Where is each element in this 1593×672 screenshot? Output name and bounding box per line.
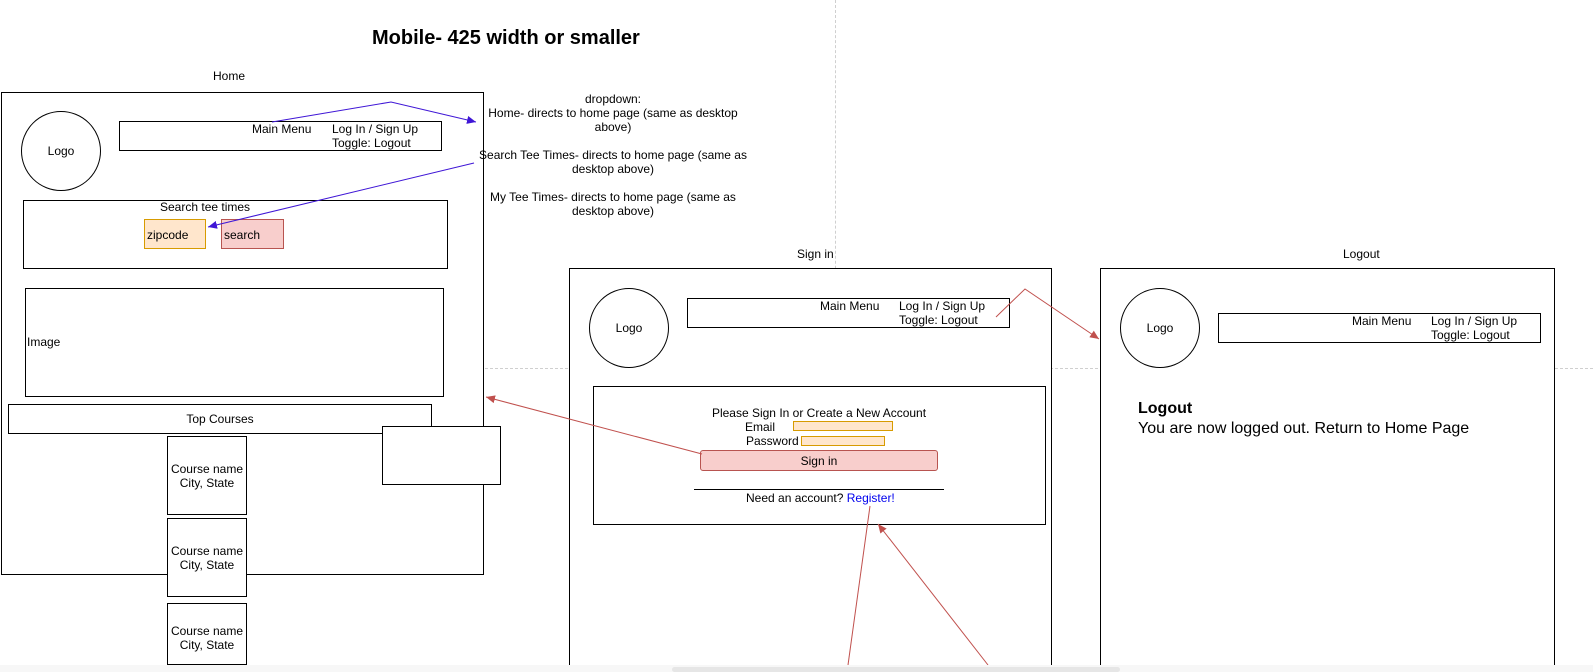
signin-logo-text: Logo — [615, 321, 643, 335]
dropdown-note-home: Home- directs to home page (same as desk… — [488, 106, 738, 134]
diagram-title: Mobile- 425 width or smaller — [372, 27, 640, 49]
course-name: Course name — [170, 624, 244, 638]
home-toggle-logout[interactable]: Toggle: Logout — [332, 136, 411, 150]
arrow-dropdown-to-search — [207, 162, 475, 229]
course-location: City, State — [179, 557, 235, 572]
signin-button-text: Sign in — [800, 453, 838, 468]
home-main-menu[interactable]: Main Menu — [252, 122, 312, 136]
logout-login-link[interactable]: Log In / Sign Up — [1431, 314, 1518, 328]
logout-main-menu[interactable]: Main Menu — [1352, 314, 1412, 328]
home-frame-label: Home — [213, 69, 246, 83]
dropdown-note: dropdown: Home- directs to home page (sa… — [478, 92, 748, 218]
signin-password-label: Password — [746, 434, 799, 448]
signin-toggle-logout[interactable]: Toggle: Logout — [899, 313, 978, 327]
course-card[interactable]: Course name City, State — [167, 518, 247, 597]
signin-prompt: Please Sign In or Create a New Account — [711, 406, 927, 420]
course-name: Course name — [170, 461, 244, 476]
logout-message: You are now logged out. Return to Home P… — [1138, 420, 1470, 437]
home-zipcode-input[interactable]: zipcode — [144, 219, 206, 249]
home-login-link[interactable]: Log In / Sign Up — [332, 122, 419, 136]
signin-logo: Logo — [589, 288, 669, 368]
home-top-courses-bar[interactable]: Top Courses — [8, 404, 432, 434]
home-image-placeholder — [25, 288, 444, 397]
home-search-title: Search tee times — [160, 200, 251, 214]
logout-logo-text: Logo — [1146, 321, 1174, 335]
dropdown-note-my: My Tee Times- directs to home page (same… — [490, 190, 736, 218]
signin-email-label: Email — [745, 420, 776, 434]
home-image-label: Image — [27, 335, 61, 349]
signin-email-input[interactable] — [793, 421, 893, 431]
home-logo: Logo — [21, 111, 101, 191]
dropdown-note-search: Search Tee Times- directs to home page (… — [479, 148, 747, 176]
logout-menu-bar — [1218, 313, 1541, 343]
signin-login-link[interactable]: Log In / Sign Up — [899, 299, 986, 313]
logout-frame-label: Logout — [1343, 247, 1380, 261]
signin-password-input[interactable] — [801, 436, 885, 446]
arrow-up-to-register — [877, 523, 989, 666]
course-card[interactable]: Course name City, State — [167, 603, 247, 665]
course-location: City, State — [179, 638, 235, 652]
home-extra-box — [382, 426, 501, 485]
course-card[interactable]: Course name City, State — [167, 436, 247, 515]
home-zipcode-text: zipcode — [147, 228, 189, 242]
arrow-toggle-to-logout — [995, 288, 1100, 340]
signin-divider — [694, 489, 944, 490]
signin-register-link[interactable]: Register! — [846, 491, 895, 505]
logout-logo: Logo — [1120, 288, 1200, 368]
signin-button[interactable]: Sign in — [700, 450, 938, 471]
arrow-menu-to-dropdown — [271, 101, 477, 124]
course-location: City, State — [179, 475, 235, 490]
signin-frame-label: Sign in — [797, 247, 834, 261]
arrow-signin-to-home — [485, 395, 703, 455]
arrow-register-down — [847, 505, 871, 666]
signin-need-account-text: Need an account? — [746, 491, 844, 505]
home-menu-bar — [119, 121, 442, 151]
signin-menu-bar — [687, 298, 1010, 328]
logout-toggle-logout[interactable]: Toggle: Logout — [1431, 328, 1510, 342]
signin-need-account: Need an account? Register! — [746, 491, 895, 505]
course-name: Course name — [170, 543, 244, 558]
logout-heading: Logout — [1138, 400, 1193, 417]
home-logo-text: Logo — [47, 144, 75, 158]
home-top-courses-text: Top Courses — [186, 412, 254, 426]
dropdown-note-title: dropdown: — [584, 92, 642, 106]
signin-main-menu[interactable]: Main Menu — [820, 299, 880, 313]
home-search-button[interactable]: search — [221, 219, 284, 249]
horizontal-scrollbar[interactable] — [672, 667, 1120, 672]
home-search-text: search — [224, 228, 261, 242]
